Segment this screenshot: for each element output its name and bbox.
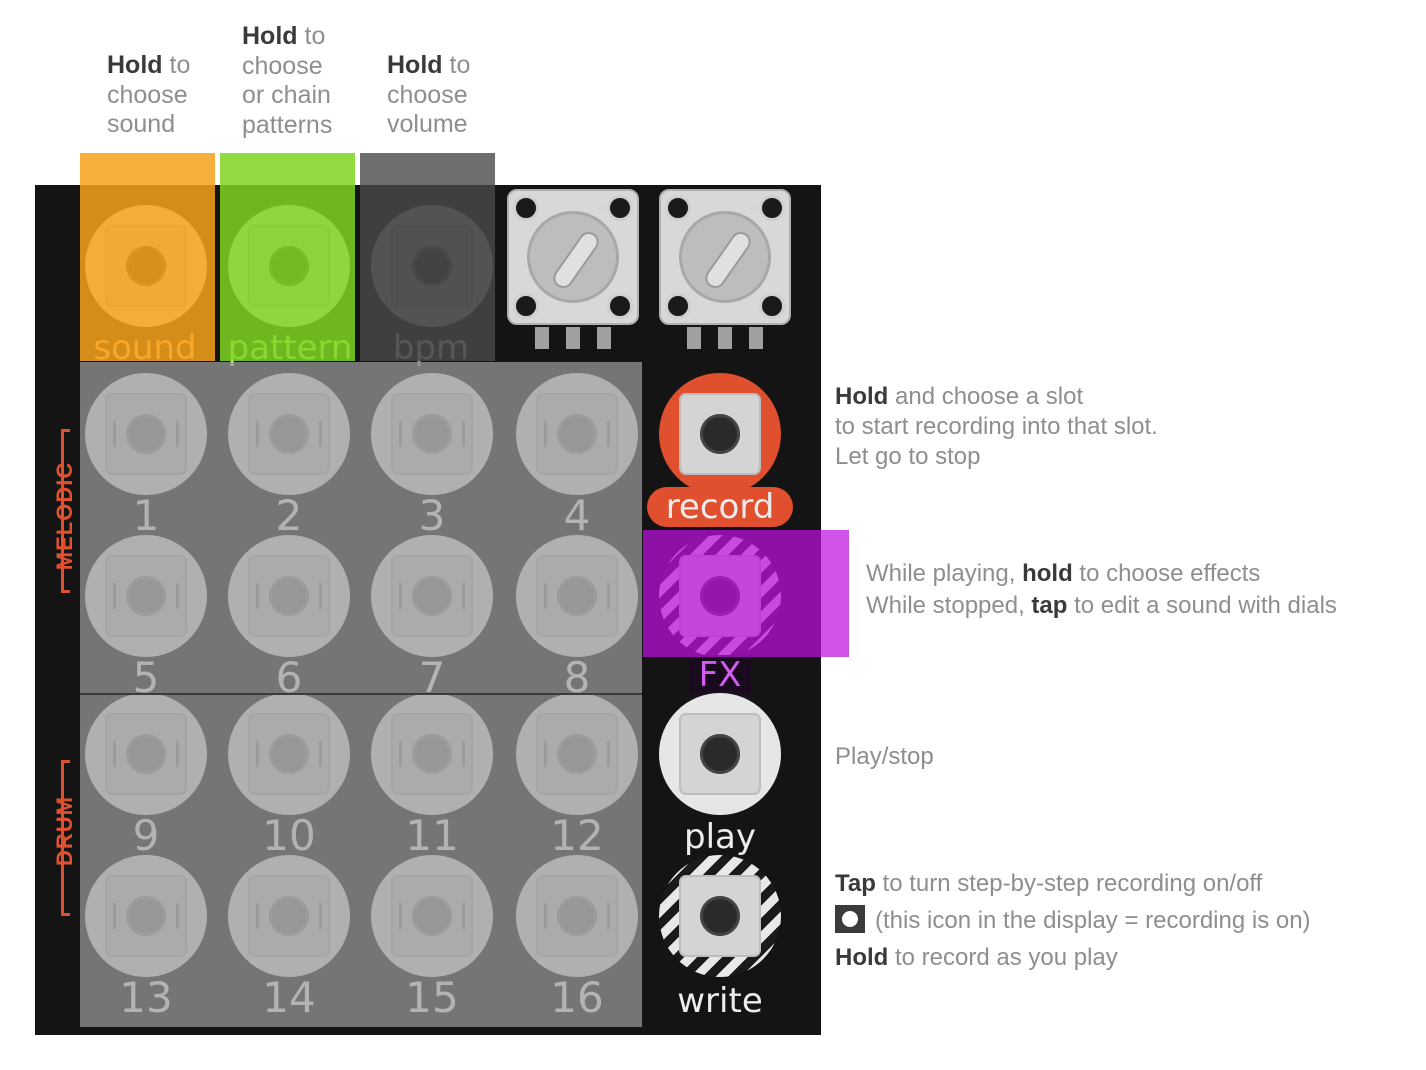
fx-highlight bbox=[643, 530, 849, 657]
melodic-bracket bbox=[61, 429, 70, 593]
sound-highlight bbox=[80, 153, 215, 361]
dial-knob-left[interactable] bbox=[507, 189, 639, 351]
annotation-write: Tap to turn step-by-step recording on/of… bbox=[835, 870, 1311, 971]
volume-highlight bbox=[360, 153, 495, 361]
write-button[interactable] bbox=[659, 855, 781, 977]
fx-label-bg bbox=[689, 655, 751, 695]
annotation-volume: Hold to choose volume bbox=[387, 51, 471, 138]
record-label: record bbox=[665, 487, 775, 527]
drum-grid-highlight bbox=[80, 695, 642, 1027]
annotation-play: Play/stop bbox=[835, 743, 934, 770]
drum-bracket bbox=[61, 760, 70, 916]
annotation-sound: Hold to choose sound bbox=[107, 51, 191, 138]
record-on-icon bbox=[835, 905, 865, 933]
annotation-fx: While playing, hold to choose effects Wh… bbox=[866, 560, 1337, 619]
grid-divider bbox=[80, 693, 642, 695]
pattern-highlight bbox=[220, 153, 355, 361]
record-label-pill bbox=[647, 487, 793, 527]
melodic-grid-highlight bbox=[80, 362, 642, 693]
annotation-pattern: Hold to choose or chain patterns bbox=[242, 22, 333, 139]
annotation-record: Hold and choose a slot to start recordin… bbox=[835, 383, 1158, 470]
fx-label: FX bbox=[698, 655, 742, 695]
record-button[interactable] bbox=[659, 373, 781, 495]
dial-knob-right[interactable] bbox=[659, 189, 791, 351]
write-label: write bbox=[677, 981, 763, 1021]
play-label: play bbox=[684, 817, 756, 857]
play-button[interactable] bbox=[659, 693, 781, 815]
